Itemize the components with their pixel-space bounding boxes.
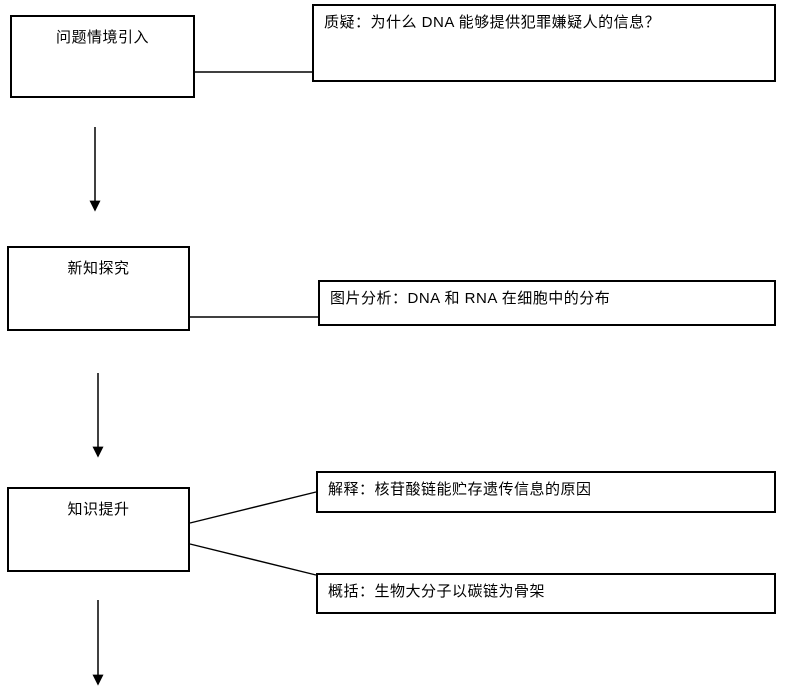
node-knowledge: 知识提升 <box>7 487 190 572</box>
node-intro-label: 问题情境引入 <box>55 29 149 46</box>
node-explore: 新知探究 <box>7 246 190 331</box>
node-explore-label: 新知探究 <box>67 260 130 277</box>
node-explain: 解释：核苷酸链能贮存遗传信息的原因 <box>316 471 776 513</box>
node-intro: 问题情境引入 <box>10 15 195 98</box>
node-knowledge-label: 知识提升 <box>67 501 130 518</box>
node-image-analysis: 图片分析：DNA 和 RNA 在细胞中的分布 <box>318 280 776 326</box>
connector-knowledge-summarize <box>189 543 317 576</box>
node-question: 质疑：为什么 DNA 能够提供犯罪嫌疑人的信息？ <box>312 4 776 82</box>
node-summarize: 概括：生物大分子以碳链为骨架 <box>316 573 776 614</box>
node-explain-label: 解释：核苷酸链能贮存遗传信息的原因 <box>328 481 592 498</box>
node-image-analysis-label: 图片分析：DNA 和 RNA 在细胞中的分布 <box>330 290 611 307</box>
node-question-label: 质疑：为什么 DNA 能够提供犯罪嫌疑人的信息？ <box>324 14 661 31</box>
node-summarize-label: 概括：生物大分子以碳链为骨架 <box>328 583 546 600</box>
connector-knowledge-explain <box>189 491 317 524</box>
